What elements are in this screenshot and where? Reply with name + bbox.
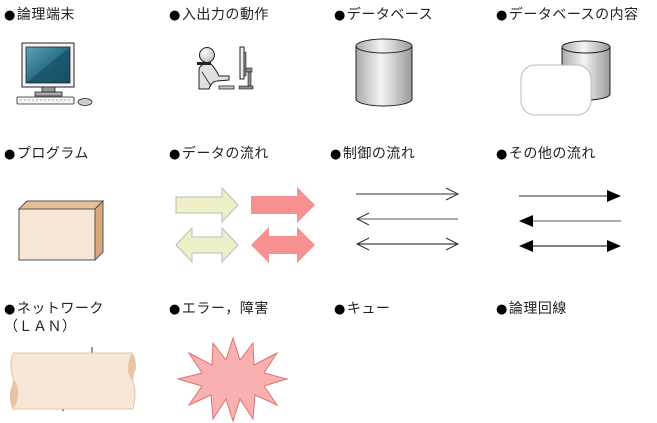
legend-label-program: ●プログラム — [4, 146, 89, 162]
legend-item-program: ●プログラム — [0, 140, 165, 280]
control-flow-arrows-icon — [355, 185, 461, 251]
legend-label-data-flow: ●データの流れ — [169, 146, 269, 162]
legend-item-queue: ●キュー — [24, 290, 495, 423]
legend-label-logical-line: ●論理回線 — [496, 301, 567, 317]
data-flow-arrows-icon — [175, 186, 325, 264]
legend-item-logical-line: ●論理回線 — [9, 290, 657, 423]
legend-item-other-flow: ●その他の流れ — [495, 140, 657, 280]
legend-label-io: ●入出力の動作 — [169, 7, 269, 23]
legend-item-database: ●データベース — [330, 0, 495, 130]
legend-item-data-flow: ●データの流れ — [165, 140, 330, 280]
legend-item-error: ●エラー，障害 — [165, 290, 330, 423]
legend-item-terminal: ●論理端末 — [0, 0, 165, 130]
legend-label-database: ●データベース — [334, 7, 434, 23]
error-starburst-icon — [176, 336, 289, 423]
legend-label-terminal: ●論理端末 — [4, 7, 75, 23]
legend-label-other-flow: ●その他の流れ — [496, 146, 596, 162]
legend-item-db-content: ●データベースの内容 — [495, 0, 657, 130]
legend-label-error: ●エラー，障害 — [169, 301, 269, 317]
legend-label-db-content: ●データベースの内容 — [496, 7, 639, 23]
legend-label-network-lan: （ＬＡＮ） — [4, 319, 77, 335]
logical-line-pipe-icon — [9, 352, 137, 410]
legend-label-control-flow: ●制御の流れ — [330, 146, 416, 162]
database-content-icon — [520, 39, 616, 117]
other-flow-arrows-icon — [519, 190, 623, 252]
legend-item-control-flow: ●制御の流れ — [330, 140, 495, 280]
legend-label-network: ●ネットワーク — [4, 301, 104, 317]
program-box-icon — [17, 199, 105, 262]
legend-label-queue: ●キュー — [334, 301, 391, 317]
legend-item-io: ●入出力の動作 — [165, 0, 330, 130]
person-at-computer-icon — [197, 46, 257, 90]
computer-terminal-icon — [14, 42, 94, 108]
database-cylinder-icon — [355, 37, 413, 109]
